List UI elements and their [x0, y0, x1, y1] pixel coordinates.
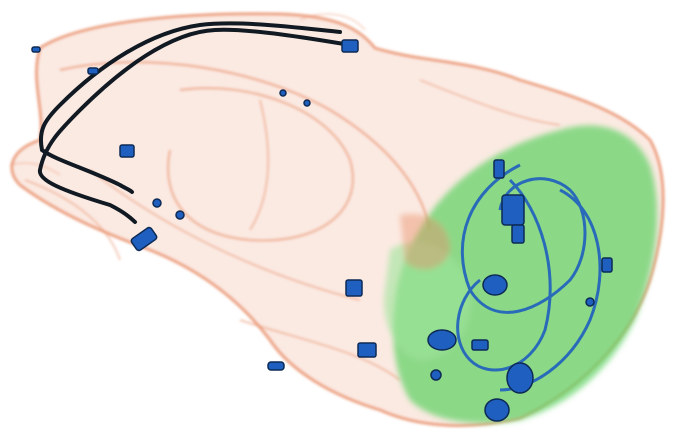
metal-parts — [31, 39, 613, 422]
handle-rods — [37, 21, 352, 224]
metal-objects — [31, 39, 613, 422]
